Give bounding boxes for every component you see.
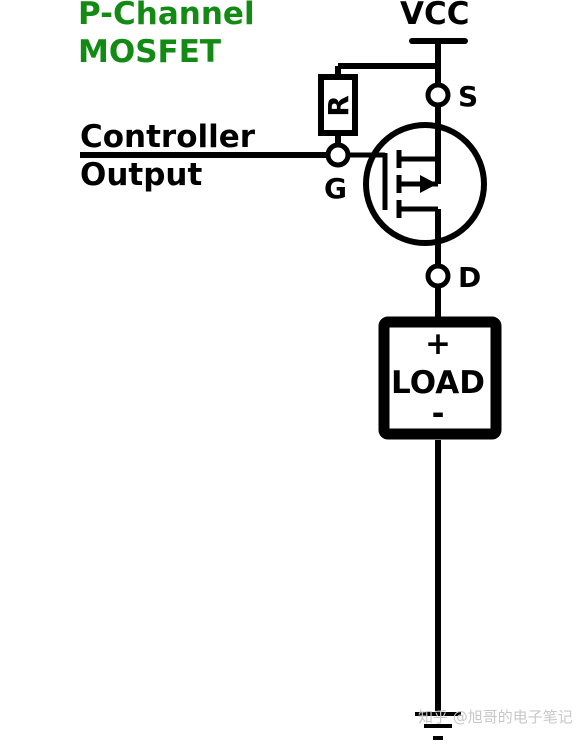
source-label: S xyxy=(458,80,478,113)
gate-label: G xyxy=(324,172,347,205)
mosfet-envelope xyxy=(363,122,487,246)
source-terminal xyxy=(425,82,451,108)
resistor-label: R xyxy=(322,95,355,117)
drain-label: D xyxy=(458,261,481,294)
body-arrow-icon xyxy=(420,175,437,193)
controller-label-line-1: Controller xyxy=(80,119,256,155)
ground-icon xyxy=(415,712,461,740)
load-plus-label: + xyxy=(425,326,451,362)
load-label: LOAD xyxy=(391,365,485,401)
title-line-2: MOSFET xyxy=(78,34,221,70)
watermark: 知乎 @旭哥的电子笔记 xyxy=(418,708,573,726)
vcc-label: VCC xyxy=(400,0,470,32)
drain-terminal xyxy=(425,263,451,289)
load-minus-label: - xyxy=(432,396,445,432)
controller-label-line-2: Output xyxy=(80,157,203,193)
title-line-1: P-Channel xyxy=(78,0,255,32)
resistor-body xyxy=(318,74,358,136)
load-box xyxy=(378,316,502,440)
mosfet-symbol xyxy=(348,105,487,265)
gate-terminal xyxy=(325,142,351,168)
